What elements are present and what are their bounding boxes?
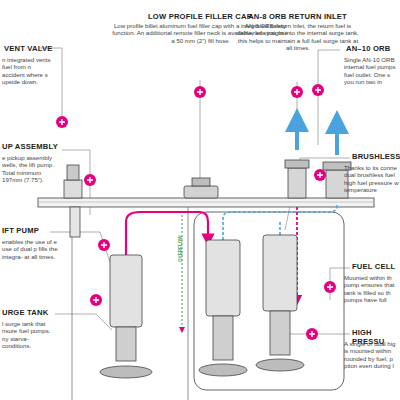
return-arrow bbox=[295, 120, 299, 150]
pickup-bucket bbox=[72, 207, 188, 400]
plus-icons bbox=[56, 84, 336, 340]
lift-pump bbox=[100, 255, 152, 378]
leader-lines bbox=[40, 48, 350, 334]
callout-heading: IFT PUMP bbox=[2, 226, 62, 235]
callout-heading: AN-8 ORB RETURN INLET bbox=[240, 12, 355, 21]
flow-label: OVERFLOW bbox=[178, 235, 184, 262]
callout-text: Single AN-10 ORB internal fuel pumps fue… bbox=[344, 56, 400, 86]
callout-text: e pickup assembly wells, the lift pump .… bbox=[2, 154, 60, 184]
high-pressure-pump bbox=[199, 235, 304, 376]
callout-heading: AN–10 ORB bbox=[346, 44, 400, 53]
callout-text: Mounted within th pump ensures that tank… bbox=[344, 274, 400, 304]
top-plate bbox=[38, 198, 374, 207]
filler-cap bbox=[184, 178, 218, 198]
callout-heading: BRUSHLESS bbox=[352, 152, 400, 161]
overflow-line bbox=[182, 215, 183, 330]
callout-heading: FUEL CELL bbox=[352, 262, 400, 271]
an8-fitting bbox=[285, 160, 309, 198]
callout-text: Thanks to its conne dual brushless fuel … bbox=[344, 164, 400, 194]
lift-pump-hose bbox=[126, 212, 208, 255]
callout-text: l surge tank that nsure fuel pumps. ny s… bbox=[2, 320, 54, 350]
callout-text: A single or dual hig is mounted within r… bbox=[344, 340, 400, 370]
surge-tank-shell bbox=[194, 212, 344, 390]
callout-text: enables the use of e use of dual p fills… bbox=[2, 238, 58, 260]
vent-valve bbox=[64, 165, 82, 237]
callout-heading: VENT VALVE bbox=[4, 44, 74, 53]
outlet-arrow bbox=[335, 122, 339, 155]
callout-text: n integrated vents fuel from n accident … bbox=[2, 56, 54, 86]
callout-heading: UP ASSEMBLY bbox=[2, 142, 72, 151]
callout-heading: URGE TANK bbox=[2, 308, 62, 317]
callout-text: AN-8 ORB return inlet, the return fuel i… bbox=[236, 22, 360, 52]
